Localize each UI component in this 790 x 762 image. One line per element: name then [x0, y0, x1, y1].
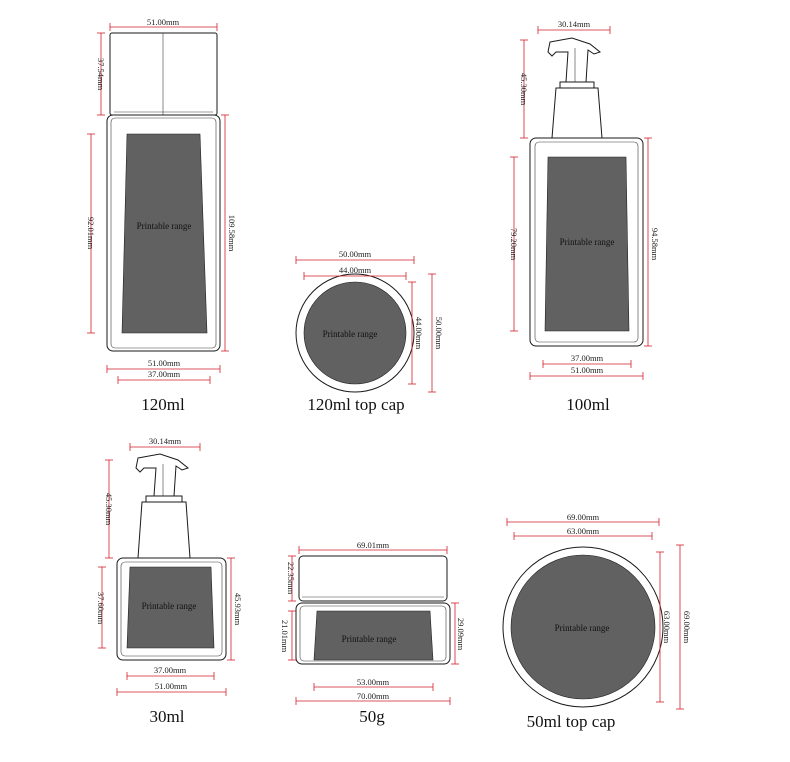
- caption-100ml: 100ml: [566, 395, 610, 414]
- printable-label-120ml: Printable range: [137, 221, 192, 231]
- printable-area-100ml: [544, 156, 630, 332]
- dim-30ml-print-width: 37.00mm: [154, 665, 187, 675]
- dim-100ml-pump-width: 30.14mm: [558, 19, 591, 29]
- product-100ml: Printable range 30.14mm 45.30mm 79.20mm …: [509, 19, 660, 414]
- pump-head-100ml: [547, 37, 602, 83]
- caption-30ml: 30ml: [150, 707, 185, 726]
- dim-30ml-body-width: 51.00mm: [155, 681, 188, 691]
- printable-label-120ml-cap: Printable range: [323, 329, 378, 339]
- dim-120ml-body-width: 51.00mm: [148, 358, 181, 368]
- printable-area-120ml-cap: [303, 281, 407, 385]
- printable-label-100ml: Printable range: [560, 237, 615, 247]
- dim-100ml-body-height: 94.58mm: [650, 228, 660, 261]
- dim-30ml-body-height: 45.93mm: [233, 593, 243, 626]
- body-inner-edge: [110, 117, 217, 349]
- caption-120ml-top-cap: 120ml top cap: [307, 395, 404, 414]
- dim-30ml-pump-height: 45.30mm: [104, 493, 114, 526]
- product-120ml: Printable range 51.00mm 37.54mm 92.01mm …: [86, 17, 237, 414]
- dim-100ml-body-width: 51.00mm: [571, 365, 604, 375]
- product-50g-jar: Printable range 69.01mm 22.35mm 21.01mm …: [280, 540, 466, 726]
- printable-area-50g: [313, 610, 434, 661]
- dim-120ml-cap-inner-width: 44.00mm: [339, 265, 372, 275]
- printable-area-30ml: [126, 566, 215, 649]
- dim-50ml-cap-inner-width: 63.00mm: [567, 526, 600, 536]
- printable-label-50g: Printable range: [342, 634, 397, 644]
- dim-50g-body-width: 70.00mm: [357, 691, 390, 701]
- caption-50ml-top-cap: 50ml top cap: [527, 712, 616, 731]
- pump-collar-30ml: [145, 495, 183, 503]
- pump-head-30ml: [135, 453, 190, 497]
- pump-neck-30ml: [137, 501, 191, 559]
- dim-50ml-cap-outer-width: 69.00mm: [567, 512, 600, 522]
- dim-50g-body-height: 29.09mm: [456, 618, 466, 651]
- dim-50g-print-width: 53.00mm: [357, 677, 390, 687]
- dim-50g-cap-width: 69.01mm: [357, 540, 390, 550]
- pump-collar-100ml: [559, 81, 595, 89]
- dim-120ml-cap-height: 37.54mm: [96, 58, 106, 91]
- bottle-120ml-cap: [109, 32, 218, 116]
- dim-30ml-print-height: 37.60mm: [96, 592, 106, 625]
- dim-100ml-print-height: 79.20mm: [509, 228, 519, 261]
- dim-120ml-cap-inner-height: 44.00mm: [414, 317, 424, 350]
- dim-120ml-cap-width: 51.00mm: [147, 17, 180, 27]
- dim-50ml-cap-inner-height: 63.00mm: [662, 611, 672, 644]
- jar-50g-lid: [298, 555, 448, 602]
- product-120ml-top-cap: Printable range 50.00mm 44.00mm 44.00mm …: [295, 249, 444, 414]
- product-30ml: Printable range 30.14mm 45.30mm 37.60mm …: [96, 436, 243, 726]
- product-50ml-top-cap: Printable range 69.00mm 63.00mm 63.00mm …: [502, 512, 692, 731]
- dim-120ml-print-height: 92.01mm: [86, 217, 96, 250]
- dim-120ml-body-height: 109.58mm: [227, 215, 237, 252]
- caption-50g: 50g: [359, 707, 385, 726]
- printable-area-50ml-cap: [510, 554, 656, 700]
- dim-50g-cap-height: 22.35mm: [286, 562, 296, 595]
- dim-120ml-print-width: 37.00mm: [148, 369, 181, 379]
- printable-area-120ml: [121, 133, 208, 334]
- pump-neck-100ml: [551, 87, 603, 139]
- dim-100ml-pump-height: 45.30mm: [519, 73, 529, 106]
- dim-120ml-cap-outer-height: 50.00mm: [434, 317, 444, 350]
- caption-120ml: 120ml: [141, 395, 185, 414]
- dim-30ml-pump-width: 30.14mm: [149, 436, 182, 446]
- dim-50ml-cap-outer-height: 69.00mm: [682, 611, 692, 644]
- printable-label-30ml: Printable range: [142, 601, 197, 611]
- dim-120ml-cap-outer-width: 50.00mm: [339, 249, 372, 259]
- dim-50g-print-height: 21.01mm: [280, 620, 290, 653]
- dim-100ml-print-width: 37.00mm: [571, 353, 604, 363]
- printable-label-50ml-cap: Printable range: [555, 623, 610, 633]
